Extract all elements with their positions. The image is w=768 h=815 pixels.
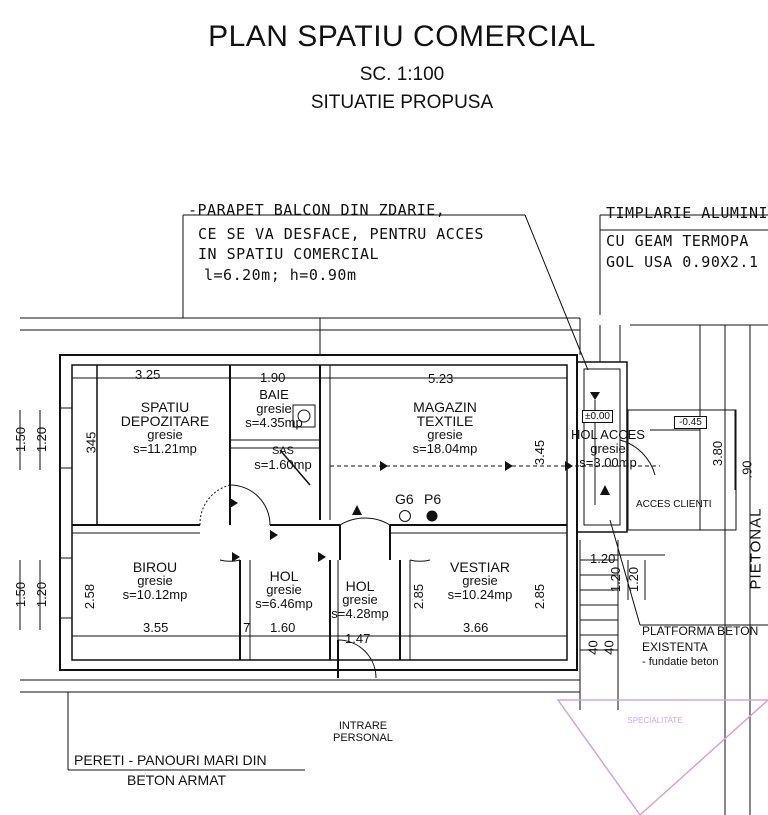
label-pietonal: PIETONAL: [747, 507, 765, 590]
label-p6: P6: [424, 491, 442, 507]
dim-90: .90: [739, 460, 755, 479]
room-name: SPATIU: [140, 399, 190, 415]
room-sas: SAS s=1.60mp: [248, 444, 318, 472]
note-platforma-2: EXISTENTA: [642, 640, 708, 654]
note-parapet-2: CE SE VA DESFACE, PENTRU ACCES: [198, 225, 484, 243]
room-area: s=3.00mp: [579, 455, 637, 470]
plan-title: PLAN SPATIU COMERCIAL: [208, 20, 596, 53]
note-parapet-1: -PARAPET BALCON DIN ZDARIE,: [188, 201, 446, 219]
dim-258: 2.58: [82, 583, 98, 610]
label-intrare-2: PERSONAL: [333, 732, 393, 744]
note-tamplarie-1: TIMPLARIE ALUMINIU: [606, 204, 768, 222]
room-name: HOL: [269, 568, 299, 584]
room-name: MAGAZIN: [413, 399, 477, 415]
label-acces-clienti: ACCES CLIENTI: [636, 499, 712, 510]
dim-120-b: 1.20: [608, 566, 624, 593]
dim-380: 3.80: [710, 440, 726, 467]
dim-left-inner-bottom: 1.20: [34, 581, 50, 608]
dim-120-c: 1.20: [626, 566, 642, 593]
note-pereti-1: PERETI - PANOURI MARI DIN: [74, 752, 267, 768]
room-area: s=6.46mp: [255, 596, 313, 611]
note-platforma-3: - fundatie beton: [642, 656, 719, 668]
label-g6: G6: [395, 491, 414, 507]
room-magazin: MAGAZIN TEXTILE gresie s=18.04mp: [385, 400, 505, 456]
room-finish: gresie: [462, 573, 498, 588]
stamp-text: SPECIALITATE: [627, 716, 683, 725]
room-area: s=4.35mp: [245, 415, 303, 430]
room-birou: BIROU gresie s=10.12mp: [105, 560, 205, 602]
room-finish: gresie: [427, 427, 463, 442]
dim-40-a: 40: [585, 640, 601, 655]
room-area: s=1.60mp: [254, 457, 312, 472]
room-name: BIROU: [132, 559, 178, 575]
dim-345-r: 3.45: [532, 439, 548, 466]
plan-situation: SITUATIE PROPUSA: [310, 92, 494, 113]
room-finish: gresie: [137, 573, 173, 588]
dim-285-b: 2.85: [532, 583, 548, 610]
label-intrare-1: INTRARE: [338, 720, 388, 732]
note-platforma-1: PLATFORMA BETON: [642, 624, 759, 638]
room-area: s=11.21mp: [133, 441, 197, 456]
room-finish: gresie: [147, 427, 183, 442]
room-finish: gresie: [342, 592, 378, 607]
room-finish: gresie: [266, 582, 302, 597]
room-depozitare: SPATIU DEPOZITARE gresie s=11.21mp: [110, 400, 220, 456]
dim-bottom-4: 3.66: [463, 620, 489, 635]
dim-cut: 7: [243, 620, 251, 635]
room-hol-acces: HOL ACCES gresie s=3.00mp: [562, 428, 654, 470]
stamp-outline: [556, 699, 768, 815]
dim-285-a: 2.85: [411, 583, 427, 610]
room-name-2: DEPOZITARE: [120, 413, 210, 429]
note-parapet-4: l=6.20m; h=0.90m: [204, 266, 357, 284]
dim-bottom-1: 3.55: [143, 620, 169, 635]
room-finish: gresie: [590, 441, 626, 456]
dim-345: 345: [83, 431, 99, 454]
room-area: s=10.12mp: [122, 587, 188, 602]
note-tamplarie-3: GOL USA 0.90X2.1: [606, 253, 759, 271]
dim-top-3: 5.23: [428, 371, 454, 386]
dim-left-outer-bottom: 1.50: [13, 581, 29, 608]
dim-top-1: 3.25: [135, 367, 161, 382]
level-0: ±0.00: [582, 410, 613, 423]
room-name: VESTIAR: [450, 559, 510, 575]
note-parapet-3: IN SPATIU COMERCIAL: [198, 245, 380, 263]
dim-120-a: 1.20: [590, 551, 616, 566]
dim-top-2: 1.90: [260, 370, 286, 385]
room-area: s=18.04mp: [412, 441, 478, 456]
dim-left-inner-top: 1.20: [34, 426, 50, 453]
room-name: HOL ACCES: [571, 427, 645, 442]
room-name-2: TEXTILE: [416, 413, 474, 429]
note-pereti-2: BETON ARMAT: [127, 772, 227, 788]
note-tamplarie-2: CU GEAM TERMOPA: [606, 232, 749, 250]
plan-scale: SC. 1:100: [359, 64, 445, 85]
room-hol-1: HOL gresie s=6.46mp: [244, 569, 324, 611]
dim-bottom-2: 1.60: [270, 620, 296, 635]
level-045: -0.45: [674, 416, 707, 429]
room-baie: BAIE gresie s=4.35mp: [234, 388, 314, 430]
dim-bottom-3: 1.47: [345, 631, 371, 646]
room-name: SAS: [271, 445, 294, 457]
room-area: s=10.24mp: [447, 587, 513, 602]
room-hol-2: HOL gresie s=4.28mp: [320, 579, 400, 621]
room-finish: gresie: [256, 401, 292, 416]
room-name: BAIE: [259, 387, 289, 402]
dim-40-b: 40: [601, 640, 617, 655]
room-area: s=4.28mp: [331, 606, 389, 621]
dim-left-outer-top: 1.50: [13, 426, 29, 453]
label-intrare: INTRARE PERSONAL: [333, 720, 393, 744]
room-name: HOL: [345, 578, 375, 594]
room-vestiar: VESTIAR gresie s=10.24mp: [430, 560, 530, 602]
